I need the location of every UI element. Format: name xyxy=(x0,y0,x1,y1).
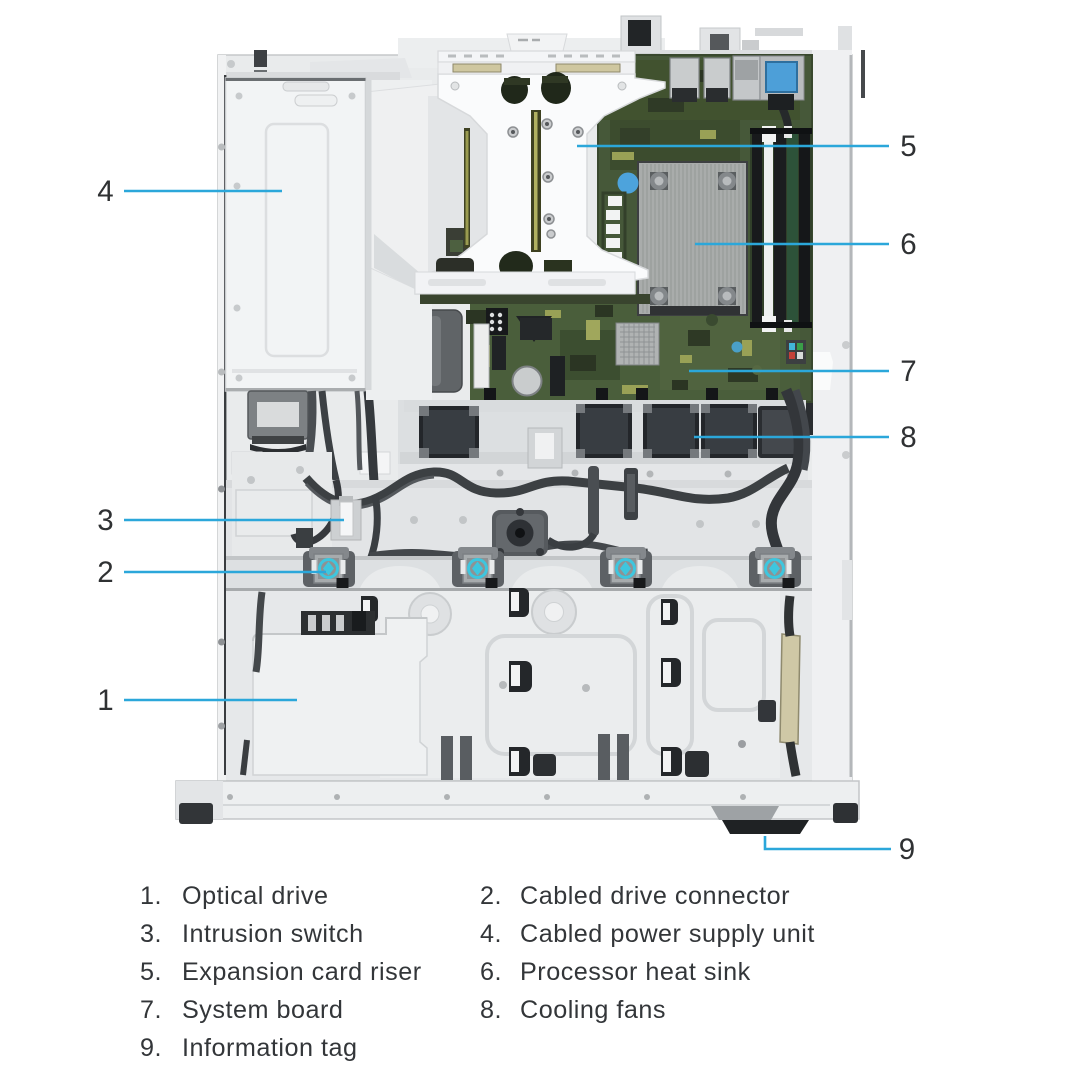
svg-text:5.: 5. xyxy=(140,958,162,986)
svg-text:Cabled power supply unit: Cabled power supply unit xyxy=(520,920,815,948)
svg-text:Processor heat sink: Processor heat sink xyxy=(520,958,751,986)
svg-text:8.: 8. xyxy=(480,996,502,1024)
svg-text:3: 3 xyxy=(97,504,113,537)
svg-text:6.: 6. xyxy=(480,958,502,986)
svg-text:System board: System board xyxy=(182,996,343,1024)
svg-text:Cooling fans: Cooling fans xyxy=(520,996,666,1024)
svg-text:1.: 1. xyxy=(140,882,162,910)
svg-text:2.: 2. xyxy=(480,882,502,910)
svg-text:3.: 3. xyxy=(140,920,162,948)
svg-text:9.: 9. xyxy=(140,1034,162,1062)
svg-text:Expansion card riser: Expansion card riser xyxy=(182,958,422,986)
svg-text:9: 9 xyxy=(899,833,915,866)
svg-text:1: 1 xyxy=(97,684,113,717)
svg-text:5: 5 xyxy=(900,130,916,163)
svg-text:7: 7 xyxy=(900,355,916,388)
svg-text:7.: 7. xyxy=(140,996,162,1024)
svg-text:8: 8 xyxy=(900,421,916,454)
svg-text:Intrusion switch: Intrusion switch xyxy=(182,920,364,948)
svg-text:Information tag: Information tag xyxy=(182,1034,358,1062)
svg-text:Cabled drive connector: Cabled drive connector xyxy=(520,882,790,910)
svg-text:6: 6 xyxy=(900,228,916,261)
svg-text:Optical drive: Optical drive xyxy=(182,882,328,910)
svg-text:4.: 4. xyxy=(480,920,502,948)
svg-text:4: 4 xyxy=(97,175,113,208)
svg-text:2: 2 xyxy=(97,556,113,589)
